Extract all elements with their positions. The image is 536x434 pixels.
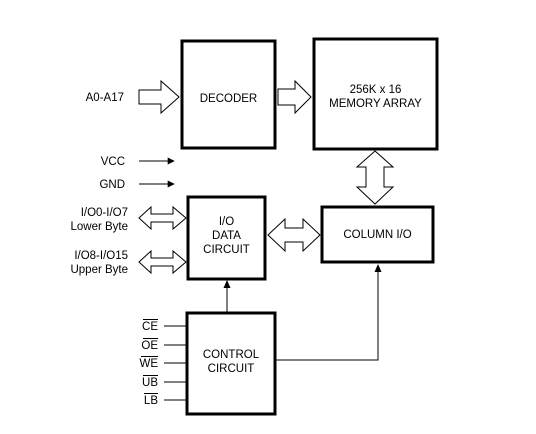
gnd-label: GND (99, 179, 125, 191)
column-io-label: COLUMN I/O (343, 229, 411, 241)
control-to-column-io-line (275, 270, 379, 361)
control-circuit-label-line2: CIRCUIT (208, 363, 255, 375)
control-to-io-data-arrowhead (223, 280, 231, 288)
ce-label: CE (142, 321, 158, 333)
io-data-circuit-label-line3: CIRCUIT (203, 244, 250, 256)
address-label: A0-A17 (86, 92, 124, 104)
address-bus-arrow (138, 79, 180, 115)
vcc-label: VCC (101, 156, 125, 168)
memory-column-io-arrow (355, 150, 395, 205)
io-data-circuit-label-line1: I/O (219, 216, 234, 228)
io-upper-byte-arrow (138, 249, 187, 275)
column-io-block: COLUMN I/O (320, 205, 435, 264)
control-input-lb: LB (144, 393, 187, 407)
memory-array-label-line2: MEMORY ARRAY (329, 98, 422, 110)
oe-label: OE (141, 340, 158, 352)
io-data-circuit-label-line2: DATA (212, 230, 241, 242)
control-circuit-block: CONTROL CIRCUIT (185, 311, 277, 416)
control-input-ub: UB (142, 375, 187, 389)
decoder-block: DECODER (180, 39, 277, 150)
control-input-we: WE (139, 356, 187, 370)
control-input-oe: OE (141, 338, 187, 352)
decoder-to-memory-arrow (277, 79, 312, 115)
ub-label: UB (142, 377, 158, 389)
io-data-column-io-arrow (267, 217, 321, 253)
lb-label: LB (144, 395, 158, 407)
io-data-circuit-block: I/O DATA CIRCUIT (186, 195, 267, 281)
memory-array-label-line1: 256K x 16 (350, 84, 402, 96)
io-lower-label-line1: I/O0-I/O7 (81, 207, 128, 219)
control-circuit-label-line1: CONTROL (203, 349, 260, 361)
io-upper-label-line1: I/O8-I/O15 (74, 250, 128, 262)
io-lower-byte-arrow (138, 205, 187, 231)
control-input-ce: CE (142, 319, 187, 333)
io-upper-label-line2: Upper Byte (70, 264, 128, 276)
we-label: WE (139, 358, 158, 370)
memory-array-block: 256K x 16 MEMORY ARRAY (312, 37, 439, 151)
io-lower-label-line2: Lower Byte (70, 221, 128, 233)
decoder-label: DECODER (200, 93, 258, 105)
control-to-column-io-arrowhead (374, 264, 382, 272)
